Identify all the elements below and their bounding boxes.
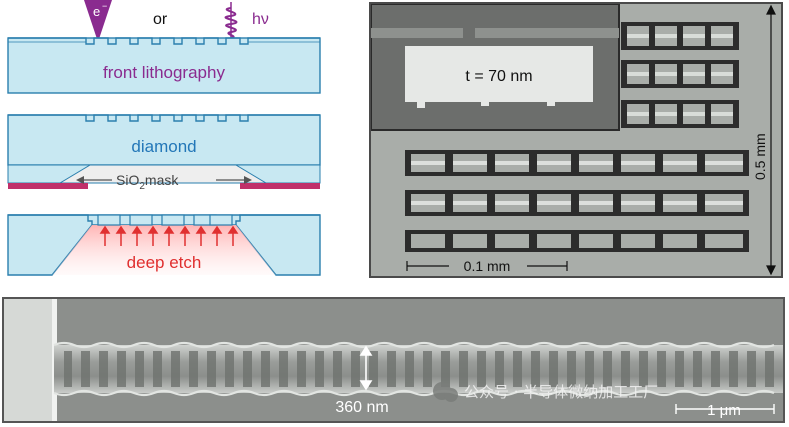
or-label: or [153, 11, 168, 28]
front-lithography-label: front lithography [103, 63, 225, 82]
mask-arrows [76, 176, 252, 184]
vertical-scale-label: 0.5 mm [752, 133, 768, 180]
substrate-edge [4, 299, 52, 421]
width-marker [359, 345, 373, 391]
width-label: 360 nm [335, 399, 388, 416]
sem-resonator-array-image: t = 70 nm 0.5 mm 0.1 mm [369, 2, 783, 278]
nanobeam [53, 341, 783, 397]
watermark: 公众号 · 半导体微纳加工工厂 [433, 382, 658, 402]
diamond-slab-etched [7, 214, 321, 276]
diamond-label: diamond [131, 137, 196, 156]
horizontal-scale-label: 0.1 mm [464, 258, 511, 274]
watermark-text: 公众号 · 半导体微纳加工工厂 [464, 383, 658, 401]
etch-arrows [99, 225, 239, 246]
ebeam-superscript: − [102, 1, 107, 11]
diamond-slab-lithography [7, 37, 321, 94]
diamond-slab-masked [7, 114, 321, 189]
ebeam-label: e [93, 4, 100, 19]
sem-nanobeam-image: 360 nm 公众号 · 半导体微纳加工工厂 1 μm [2, 297, 785, 423]
scale-label-1um: 1 μm [707, 402, 741, 419]
fabrication-process-diagram: e − or hν front lithography diamond SiO2… [7, 0, 321, 276]
electron-beam-icon: e − [84, 0, 112, 42]
photon-label: hν [252, 11, 269, 28]
photon-wave-icon [224, 2, 238, 40]
deep-etch-label: deep etch [127, 253, 202, 272]
scale-bar-1um [675, 404, 775, 414]
inset-zoom-image: t = 70 nm [371, 4, 620, 131]
thickness-label: t = 70 nm [465, 68, 532, 85]
vertical-scale-bar [766, 4, 776, 276]
sio2-mask-label: SiO2mask [116, 172, 179, 192]
